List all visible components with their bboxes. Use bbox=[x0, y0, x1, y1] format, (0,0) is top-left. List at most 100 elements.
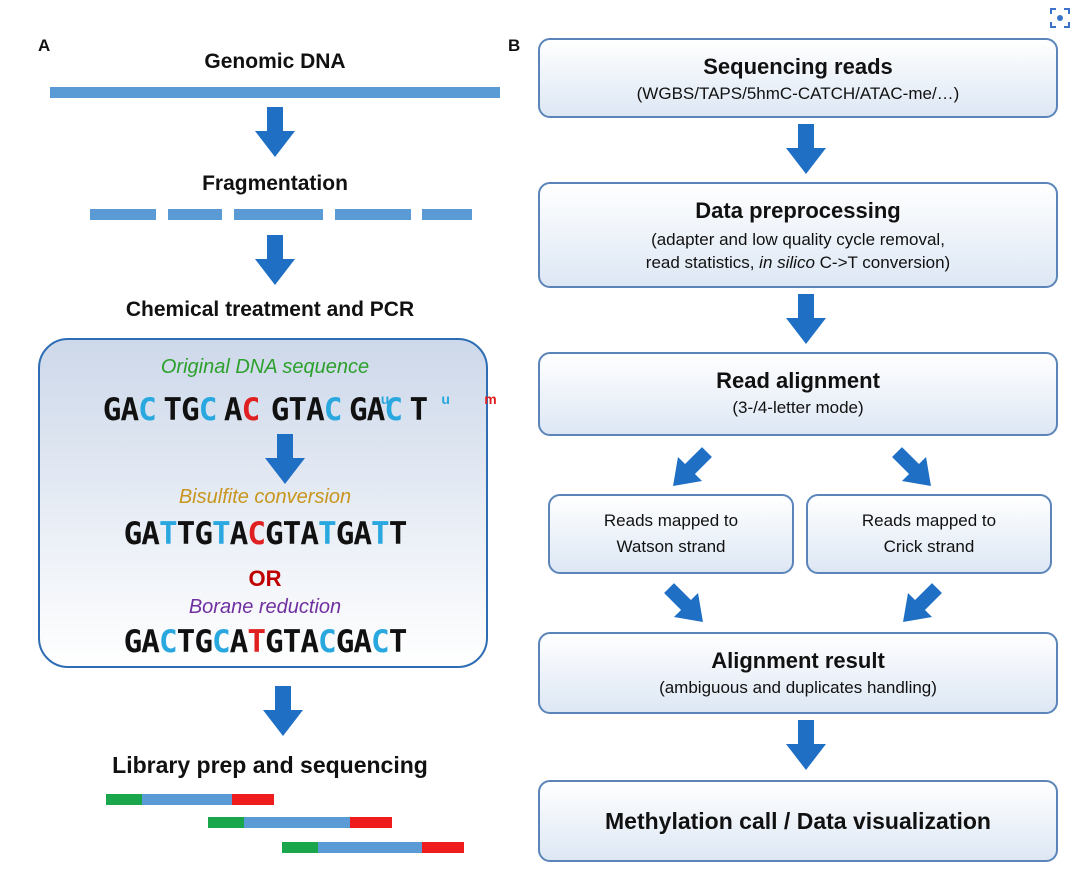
read-alignment-subtitle: (3-/4-letter mode) bbox=[732, 398, 864, 417]
nucleotide: A bbox=[353, 624, 372, 660]
nucleotide: Cu bbox=[384, 391, 635, 428]
alignment-result-title: Alignment result bbox=[711, 648, 885, 673]
chemical-treatment-heading: Chemical treatment and PCR bbox=[125, 298, 415, 321]
unmethylated-mark: u bbox=[441, 391, 450, 407]
nucleotide: T bbox=[176, 624, 196, 660]
sequencing-reads-box: Sequencing reads (WGBS/TAPS/5hmC-CATCH/A… bbox=[538, 38, 1058, 118]
adapter-green bbox=[106, 794, 142, 805]
diagonal-arrow-icon bbox=[673, 447, 712, 486]
fragmentation-heading: Fragmentation bbox=[202, 172, 348, 195]
insert-blue bbox=[142, 794, 232, 805]
genomic-dna-bar bbox=[50, 87, 500, 98]
library-prep-heading: Library prep and sequencing bbox=[112, 752, 428, 778]
adapter-green bbox=[282, 842, 318, 853]
sequencing-read bbox=[208, 817, 392, 828]
nucleotide: A bbox=[223, 392, 243, 428]
adapter-green bbox=[208, 817, 244, 828]
genomic-dna-heading: Genomic DNA bbox=[204, 50, 346, 73]
dna-fragment bbox=[422, 209, 472, 220]
crick-line1: Reads mapped to bbox=[861, 511, 997, 530]
dna-fragment bbox=[234, 209, 323, 220]
crick-strand-box: Reads mapped to Crick strand bbox=[806, 494, 1052, 574]
down-arrow-icon bbox=[786, 720, 826, 770]
nucleotide: T bbox=[388, 624, 408, 660]
bisulfite-conversion-label: Bisulfite conversion bbox=[178, 486, 352, 508]
adapter-red bbox=[422, 842, 464, 853]
nucleotide: G bbox=[335, 516, 355, 552]
data-preprocessing-title: Data preprocessing bbox=[695, 198, 901, 223]
insert-blue bbox=[318, 842, 422, 853]
methylation-call-title: Methylation call / Data visualization bbox=[605, 808, 991, 834]
nucleotide: G bbox=[181, 392, 200, 428]
bisulfite-sequence: GATTGTACGTATGATT bbox=[40, 516, 490, 552]
dna-fragment bbox=[335, 209, 411, 220]
nucleotide: T bbox=[288, 392, 307, 428]
panel-a-letter: A bbox=[38, 36, 51, 55]
diagonal-arrow-icon bbox=[664, 583, 703, 622]
methylation-call-box: Methylation call / Data visualization bbox=[538, 780, 1058, 862]
alignment-result-subtitle: (ambiguous and duplicates handling) bbox=[659, 678, 937, 697]
alignment-result-box: Alignment result (ambiguous and duplicat… bbox=[538, 632, 1058, 714]
original-dna-label: Original DNA sequence bbox=[160, 356, 370, 378]
diagonal-arrow-icon bbox=[903, 583, 942, 622]
down-arrow-icon bbox=[786, 294, 826, 344]
down-arrow-icon bbox=[255, 107, 295, 157]
nucleotide: A bbox=[141, 624, 160, 660]
nucleotide: T bbox=[409, 392, 429, 428]
down-arrow-icon bbox=[265, 434, 305, 484]
data-preprocessing-line1: (adapter and low quality cycle removal, bbox=[651, 230, 945, 249]
nucleotide: G bbox=[265, 624, 284, 660]
nucleotide: A bbox=[353, 516, 372, 552]
nucleotide: T bbox=[371, 516, 390, 552]
nucleotide: G bbox=[335, 624, 355, 660]
nucleotide: A bbox=[229, 624, 249, 660]
nucleotide: A bbox=[366, 392, 386, 428]
down-arrow-icon bbox=[255, 235, 295, 285]
nucleotide: A bbox=[300, 624, 319, 660]
nucleotide: T bbox=[163, 392, 182, 428]
insert-blue bbox=[244, 817, 350, 828]
nucleotide: C bbox=[247, 516, 266, 552]
nucleotide: T bbox=[282, 624, 302, 660]
sequencing-read bbox=[106, 794, 274, 805]
borane-reduction-label: Borane reduction bbox=[188, 596, 342, 618]
nucleotide: C bbox=[318, 624, 337, 660]
down-arrow-icon bbox=[786, 124, 826, 174]
sequencing-reads-title: Sequencing reads bbox=[703, 54, 893, 79]
nucleotide: G bbox=[265, 516, 284, 552]
nucleotide: T bbox=[318, 516, 337, 552]
adapter-red bbox=[350, 817, 392, 828]
data-preprocessing-line2: read statistics, in silico C->T conversi… bbox=[645, 253, 951, 272]
nucleotide: Cu bbox=[324, 391, 575, 428]
nucleotide: G bbox=[194, 516, 213, 552]
original-dna-sequence: GACuTGCuACmGTACuGACuT bbox=[40, 391, 636, 428]
watson-strand-box: Reads mapped to Watson strand bbox=[548, 494, 794, 574]
unmethylated-mark: u bbox=[380, 391, 390, 407]
adapter-red bbox=[232, 794, 274, 805]
nucleotide: T bbox=[282, 516, 302, 552]
nucleotide: A bbox=[306, 392, 325, 428]
read-alignment-title: Read alignment bbox=[716, 368, 880, 393]
sequencing-reads-subtitle: (WGBS/TAPS/5hmC-CATCH/ATAC-me/…) bbox=[636, 84, 960, 103]
nucleotide: A bbox=[141, 516, 160, 552]
diagonal-arrow-icon bbox=[892, 447, 931, 486]
crick-line2: Crick strand bbox=[883, 537, 975, 556]
nucleotide: C bbox=[211, 624, 231, 660]
nucleotide: T bbox=[247, 624, 266, 660]
sequence-conversion-box: Original DNA sequence GACuTGCuACmGTACuGA… bbox=[38, 338, 636, 668]
nucleotide: G bbox=[102, 392, 122, 428]
borane-sequence: GACTGCATGTACGACT bbox=[40, 624, 490, 660]
nucleotide: C bbox=[158, 624, 178, 660]
nucleotide: C bbox=[371, 624, 390, 660]
nucleotide: G bbox=[194, 624, 213, 660]
data-preprocessing-box: Data preprocessing (adapter and low qual… bbox=[538, 182, 1058, 288]
dna-fragment bbox=[168, 209, 222, 220]
or-text: OR bbox=[248, 566, 282, 591]
screenshot-scan-icon[interactable] bbox=[1048, 6, 1072, 30]
watson-line1: Reads mapped to bbox=[603, 511, 739, 530]
nucleotide: A bbox=[120, 392, 139, 428]
nucleotide: T bbox=[158, 516, 178, 552]
